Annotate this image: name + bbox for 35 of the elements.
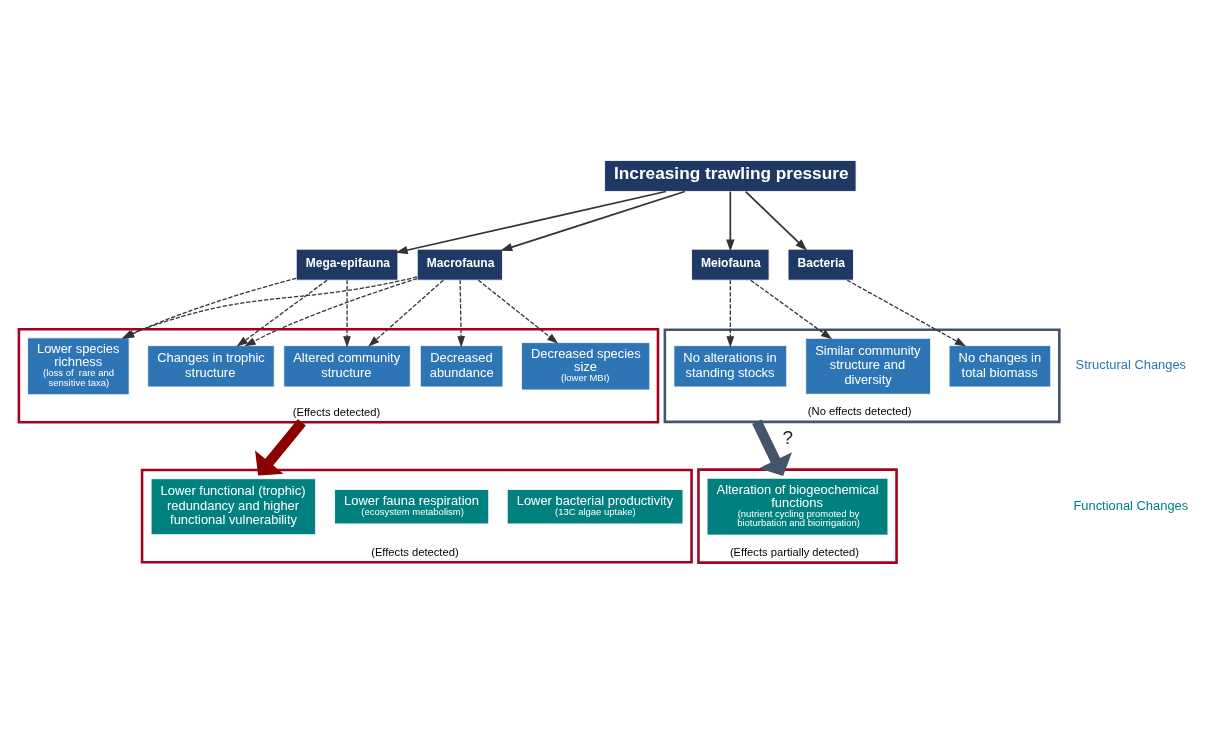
node-box: Bacteria <box>787 248 854 281</box>
node-box: Lower species richness (loss of rare and sensitive taxa) <box>27 337 130 396</box>
node-box: Changes in trophic structure <box>147 345 275 388</box>
edge-label: ? <box>782 427 793 449</box>
arrow <box>255 419 306 476</box>
label: Functional Changes <box>1073 497 1189 513</box>
node-box: Decreased species size (lower MBI) <box>521 342 651 391</box>
arrow <box>477 279 559 344</box>
node-box: Macrofauna <box>416 248 503 281</box>
arrow <box>744 190 808 251</box>
node-box: No alterations in standing stocks <box>673 345 788 388</box>
node-box: Lower functional (trophic) redundancy and higher functional vulnerability <box>150 478 317 536</box>
arrow <box>368 279 444 347</box>
node-box: Meiofauna <box>691 248 770 281</box>
arrow <box>726 279 735 348</box>
arrow <box>752 419 792 477</box>
arrow <box>750 279 833 340</box>
arrow <box>244 277 418 347</box>
arrow <box>343 279 351 348</box>
node-box: Similar community structure and diversity <box>805 337 931 395</box>
node-box: Mega-epifauna <box>295 248 399 281</box>
arrow <box>395 190 667 255</box>
node-box: Lower bacterial productivity (13C algae uptake) <box>506 489 684 525</box>
arrow <box>236 279 328 347</box>
node-box: Decreased abundance <box>419 345 504 388</box>
label: Structural Changes <box>1075 357 1187 373</box>
arrow <box>500 190 686 252</box>
node-box: Increasing trawling pressure <box>604 160 857 192</box>
node-box: Alteration of biogeochemical functions (nutrient cycling promoted by bioturbation and bioirrigation) <box>706 477 889 536</box>
node-box: Altered community structure <box>283 345 411 388</box>
node-box: Lower fauna respiration (ecosystem metabolism) <box>334 489 490 525</box>
arrow <box>457 279 466 348</box>
node-box: No changes in total biomass <box>948 345 1052 388</box>
arrow <box>726 190 735 252</box>
arrow <box>846 279 967 347</box>
